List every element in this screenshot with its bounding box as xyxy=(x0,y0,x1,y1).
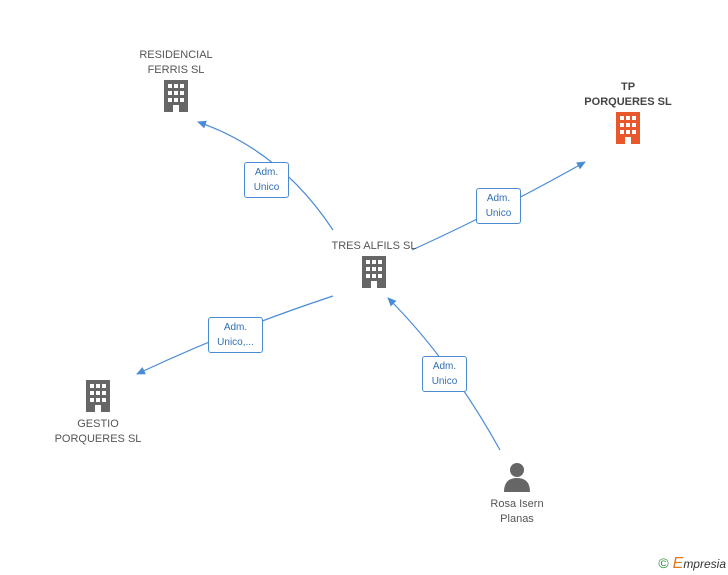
building-icon xyxy=(83,378,113,417)
node-label: GESTIO PORQUERES SL xyxy=(54,418,142,445)
node-rosa-isern[interactable]: Rosa Isern Planas xyxy=(467,460,567,527)
edge-label-rosa[interactable]: Adm. Unico xyxy=(422,356,467,392)
node-gestio-porqueres[interactable]: GESTIO PORQUERES SL xyxy=(48,378,148,447)
copyright-icon: © xyxy=(658,555,669,571)
edge-label-residencial[interactable]: Adm. Unico xyxy=(244,162,289,198)
edge-label-tp[interactable]: Adm. Unico xyxy=(476,188,521,224)
brand-name: mpresia xyxy=(683,557,726,571)
footer-brand: ©Empresia xyxy=(658,555,726,573)
edge-label-gestio[interactable]: Adm. Unico,... xyxy=(208,317,263,353)
building-icon xyxy=(161,78,191,117)
brand-initial: E xyxy=(672,555,684,572)
brand-logo: Empresia xyxy=(672,555,726,572)
node-tres-alfils[interactable]: TRES ALFILS SL xyxy=(322,239,426,293)
building-icon xyxy=(359,254,389,293)
person-icon xyxy=(502,460,532,497)
building-icon xyxy=(613,110,643,149)
node-label: Rosa Isern Planas xyxy=(490,498,544,525)
node-label: TRES ALFILS SL xyxy=(331,240,417,252)
node-residencial-ferris[interactable]: RESIDENCIAL FERRIS SL xyxy=(126,48,226,117)
node-label: TP PORQUERES SL xyxy=(584,81,672,108)
node-label: RESIDENCIAL FERRIS SL xyxy=(139,49,213,76)
node-tp-porqueres[interactable]: TP PORQUERES SL xyxy=(578,80,678,149)
